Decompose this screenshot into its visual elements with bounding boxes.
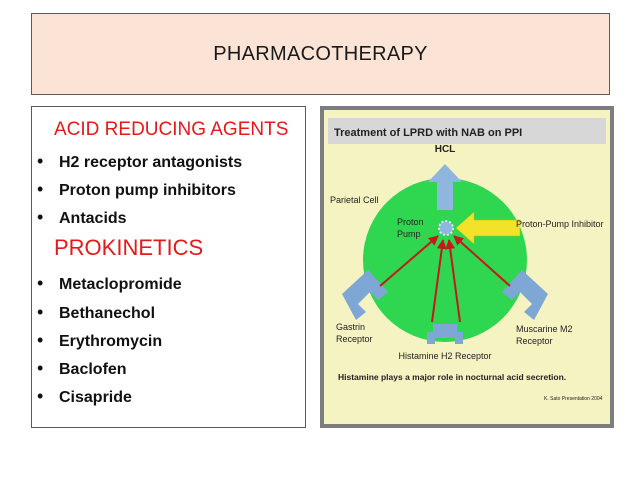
red-arrow [431,239,447,323]
text-panel: ACID REDUCING AGENTS •H2 receptor antago… [31,106,306,428]
muscarine-label-2: Receptor [516,336,553,346]
bullet: • [37,386,44,406]
title-box: PHARMACOTHERAPY [31,13,610,95]
proton-pump-label-1: Proton [397,217,424,227]
acid-reducing-heading: ACID REDUCING AGENTS [54,119,289,140]
bullet: • [37,330,44,350]
list-item: •Bethanechol [37,302,156,322]
bullet: • [37,273,44,293]
list-item: •Erythromycin [37,330,163,350]
list-item: •Cisapride [37,386,132,406]
bullet: • [37,302,44,322]
list-item: •Proton pump inhibitors [37,179,236,199]
list-item: •Baclofen [37,358,127,378]
red-arrow [445,239,461,323]
hcl-label: HCL [435,144,456,155]
muscarine-label-1: Muscarine M2 [516,324,573,334]
list-item: •Antacids [37,207,127,227]
figure-caption: Histamine plays a major role in nocturna… [338,372,566,382]
muscarine-receptor-shape [502,270,548,320]
histamine-receptor-base [433,324,457,336]
bullet: • [37,207,44,227]
figure-title: Treatment of LPRD with NAB on PPI [334,127,522,139]
figure-credit: K. Sato Presentation 2004 [544,396,603,402]
figure-diagram: Treatment of LPRD with NAB on PPI HCL Pa… [324,110,610,424]
slide-title: PHARMACOTHERAPY [213,42,428,65]
bullet: • [37,358,44,378]
gastrin-label-2: Receptor [336,334,373,344]
gastrin-receptor-shape [342,270,388,320]
gastrin-label-1: Gastrin [336,322,365,332]
bullet: • [37,179,44,199]
lprd-treatment-figure: Treatment of LPRD with NAB on PPI HCL Pa… [320,106,614,428]
red-arrow [379,235,439,287]
parietal-cell-shape [363,178,527,342]
parietal-cell-label: Parietal Cell [330,195,379,205]
figure-title-bar [328,118,606,144]
red-arrow [453,235,511,287]
proton-pump-icon [438,220,454,236]
ppi-arrow [455,211,521,245]
list-item: •Metaclopromide [37,273,182,293]
prokinetics-heading: PROKINETICS [54,235,204,260]
ppi-label: Proton-Pump Inhibitor [516,219,604,229]
hcl-arrow [428,164,462,210]
list-item: •H2 receptor antagonists [37,151,243,171]
bullet: • [37,151,44,171]
histamine-label: Histamine H2 Receptor [398,351,491,361]
proton-pump-label-2: Pump [397,229,421,239]
